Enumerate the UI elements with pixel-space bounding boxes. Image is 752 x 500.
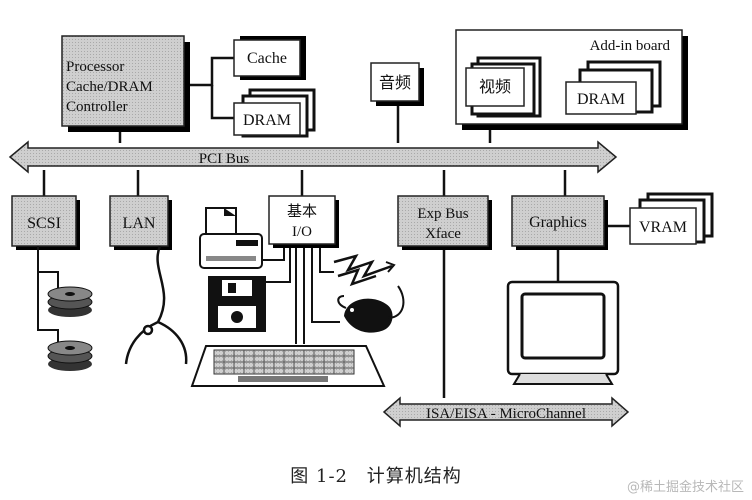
basic-io-box: 基本 I/O	[268, 195, 339, 248]
hard-disk-icon	[47, 286, 93, 317]
vram-stack: VRAM	[629, 192, 714, 245]
audio-label: 音频	[379, 74, 411, 92]
exp-bus-label-line-2: Xface	[425, 226, 461, 242]
processor-label-line-1: Processor	[66, 59, 124, 75]
keyboard-icon	[190, 345, 386, 387]
lan-label: LAN	[123, 215, 156, 232]
basic-io-label-line-2: I/O	[292, 224, 312, 240]
addin-board: Add-in board 视频 DRAM	[455, 29, 688, 130]
connector-lines	[42, 56, 630, 398]
video-label: 视频	[479, 78, 511, 96]
graphics-box: Graphics	[511, 195, 608, 250]
floppy-disk-icon	[208, 276, 266, 332]
lan-box: LAN	[109, 195, 172, 250]
figure-caption: 图 1-2 计算机结构	[0, 462, 752, 488]
audio-box: 音频	[370, 62, 424, 106]
exp-bus-box: Exp Bus Xface	[397, 195, 492, 250]
graphics-label: Graphics	[529, 214, 587, 231]
processor-label-line-3: Controller	[66, 99, 128, 115]
cache-box: Cache	[233, 36, 306, 80]
dram-top-label: DRAM	[243, 112, 291, 129]
basic-io-label-line-1: 基本	[287, 203, 317, 220]
monitor-icon	[506, 280, 620, 385]
scsi-disk-icons	[37, 246, 93, 371]
processor-label-line-2: Cache/DRAM	[66, 79, 153, 95]
scsi-box: SCSI	[11, 195, 80, 250]
io-connector-lines	[262, 248, 340, 344]
processor-controller: Processor Cache/DRAM Controller	[61, 35, 190, 132]
lan-cable-icon	[124, 245, 188, 365]
isa-bus: ISA/EISA - MicroChannel	[382, 396, 630, 428]
dram-stack-top: DRAM	[233, 88, 316, 138]
isa-bus-label: ISA/EISA - MicroChannel	[426, 406, 586, 422]
addin-board-label: Add-in board	[590, 38, 671, 54]
scsi-label: SCSI	[27, 215, 61, 232]
exp-bus-label-line-1: Exp Bus	[417, 206, 468, 222]
mouse-icon	[337, 285, 405, 333]
dram-addin-label: DRAM	[577, 91, 625, 108]
hard-disk-icon	[47, 340, 93, 371]
figure-number: 图 1-2	[290, 466, 348, 487]
pci-bus-label: PCI Bus	[199, 151, 250, 167]
printer-icon	[199, 207, 263, 269]
wireless-signal-icon	[333, 254, 396, 287]
figure-title: 计算机结构	[366, 466, 462, 487]
cache-label: Cache	[247, 50, 287, 67]
watermark: @稀土掘金技术社区	[626, 480, 744, 495]
vram-label: VRAM	[639, 219, 687, 236]
pci-bus: PCI Bus	[8, 140, 618, 174]
